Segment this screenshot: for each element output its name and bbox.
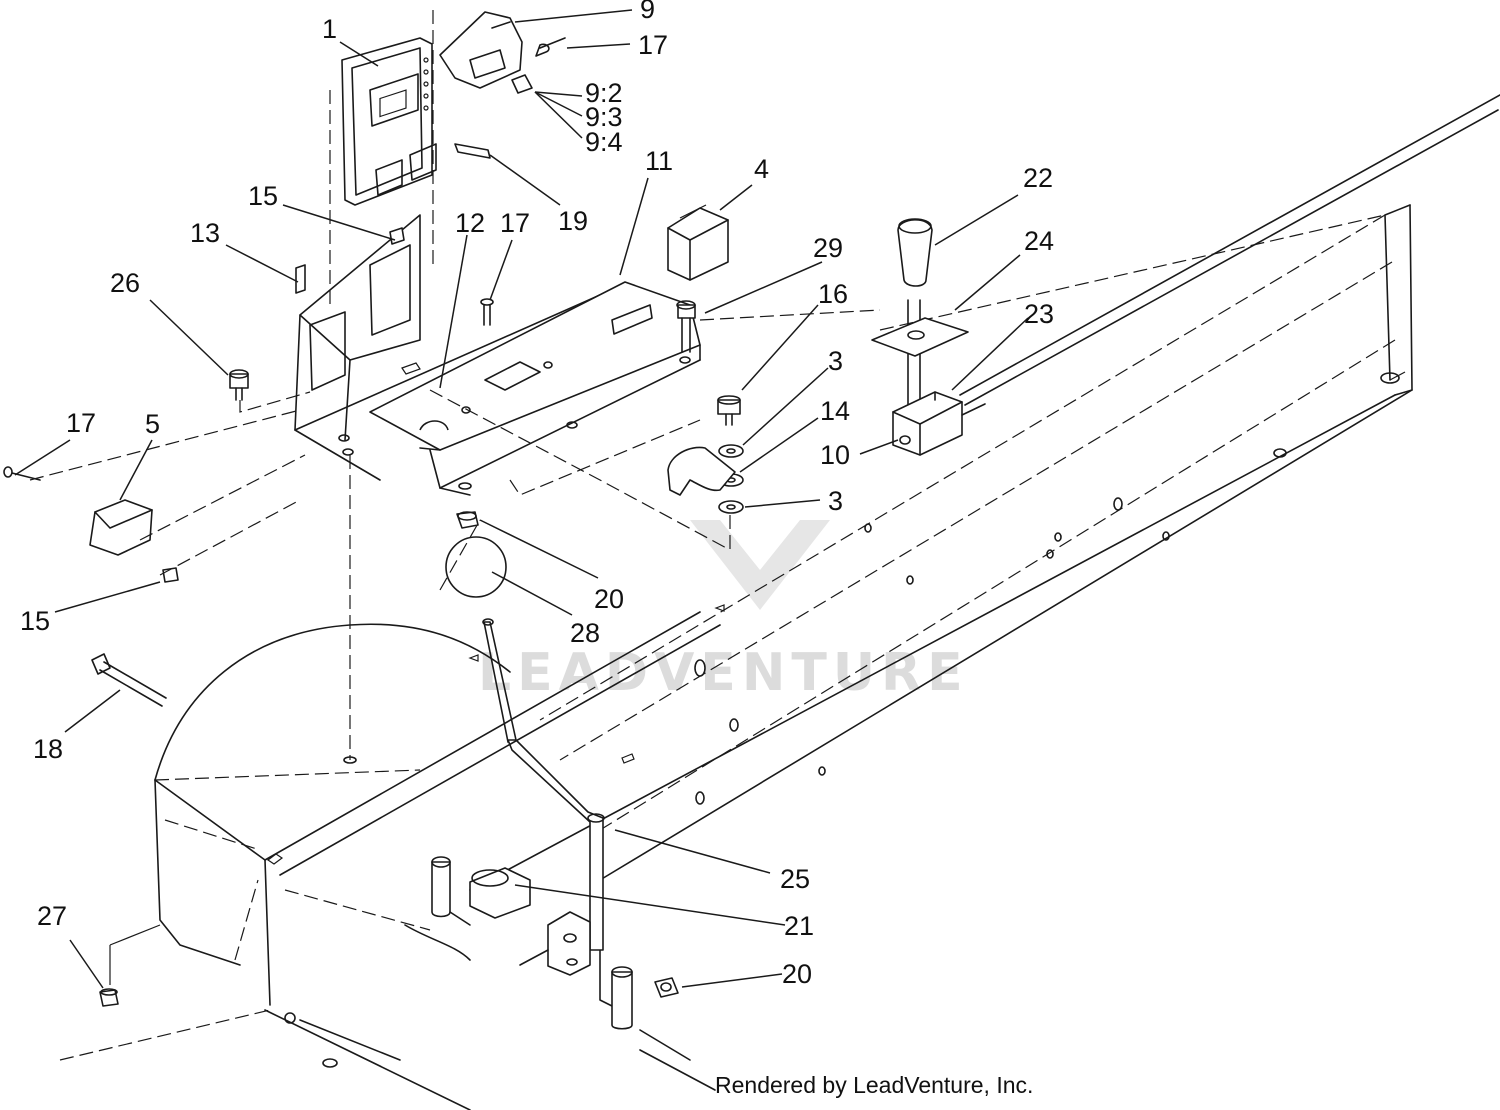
- callout-9-2: 9:2: [585, 78, 623, 108]
- fender-panel: [59, 611, 721, 1110]
- callout-9: 9: [640, 0, 655, 24]
- callout-25: 25: [780, 864, 810, 894]
- callout-16: 16: [818, 279, 848, 309]
- callout-28: 28: [570, 618, 600, 648]
- callout-10: 10: [820, 440, 850, 470]
- leader-lines: [14, 9, 1029, 989]
- fasteners: [3, 37, 744, 1007]
- callout-17-switch-screw: 17: [66, 408, 96, 438]
- watermark-text: LEADVENTURE: [478, 643, 969, 703]
- rendered-by-credit: Rendered by LeadVenture, Inc.: [715, 1072, 1034, 1098]
- callout-labels: 1 9 17 9:2 9:3 9:4 11 4 19 22 15 12 17 1…: [20, 0, 1054, 989]
- callout-12: 12: [455, 208, 485, 238]
- callout-19: 19: [558, 206, 588, 236]
- fuse-block: [439, 11, 550, 94]
- callout-18: 18: [33, 734, 63, 764]
- callout-14: 14: [820, 396, 850, 426]
- callout-17-bracket-screw: 17: [500, 208, 530, 238]
- callout-20-lower: 20: [782, 959, 812, 989]
- callout-4: 4: [754, 154, 769, 184]
- controller-module: [341, 37, 437, 206]
- callout-15-top: 15: [248, 181, 278, 211]
- callout-21: 21: [784, 911, 814, 941]
- callout-5: 5: [145, 409, 160, 439]
- frame-rail: [468, 94, 1500, 1091]
- callout-9-4: 9:4: [585, 127, 623, 157]
- pivot-shaft: [404, 856, 633, 1030]
- callout-17-fuse-screw: 17: [638, 30, 668, 60]
- callout-22: 22: [1023, 163, 1053, 193]
- callout-29: 29: [813, 233, 843, 263]
- throttle-lever-assembly: [871, 218, 986, 456]
- callout-24: 24: [1024, 226, 1054, 256]
- callout-15-lower: 15: [20, 606, 50, 636]
- callout-23: 23: [1024, 299, 1054, 329]
- callout-9-3: 9:3: [585, 102, 623, 132]
- callout-3-lower: 3: [828, 486, 843, 516]
- assembly-lines: [29, 10, 881, 985]
- callout-3-upper: 3: [828, 346, 843, 376]
- callout-13: 13: [190, 218, 220, 248]
- callout-11: 11: [645, 146, 673, 176]
- leadventure-watermark: LEADVENTURE: [478, 520, 969, 703]
- mounting-bracket: [294, 214, 701, 496]
- callout-27: 27: [37, 901, 67, 931]
- callout-20-upper: 20: [594, 584, 624, 614]
- callout-1: 1: [322, 14, 337, 44]
- relay: [667, 204, 729, 281]
- shift-lever: [445, 536, 605, 951]
- callout-26: 26: [110, 268, 140, 298]
